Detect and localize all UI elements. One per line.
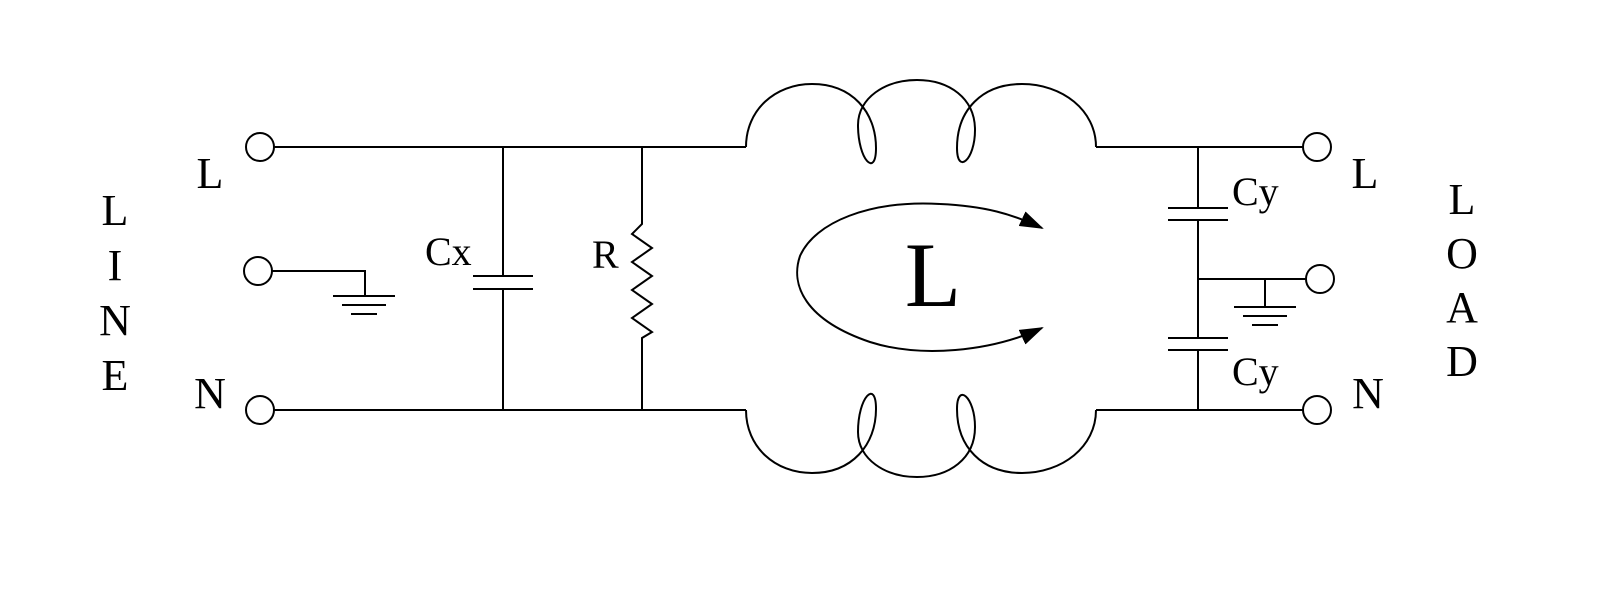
load-letter-1: L bbox=[1449, 175, 1476, 224]
load-letter-4: D bbox=[1446, 337, 1478, 386]
x-capacitor bbox=[473, 147, 533, 410]
line-letter-1: L bbox=[102, 186, 129, 235]
line-letter-3: N bbox=[99, 296, 131, 345]
flux-loop bbox=[796, 202, 1044, 352]
y-capacitor-bottom-label: Cy bbox=[1232, 349, 1279, 394]
x-capacitor-label: Cx bbox=[425, 229, 472, 274]
load-letter-3: A bbox=[1446, 283, 1478, 332]
line-terminal-ground bbox=[243, 256, 273, 286]
resistor bbox=[630, 147, 654, 410]
load-terminal-l-label: L bbox=[1352, 149, 1379, 198]
choke-top-winding bbox=[745, 78, 1097, 164]
load-terminal-ground bbox=[1305, 264, 1335, 294]
line-terminal-l-label: L bbox=[197, 149, 224, 198]
line-letter-2: I bbox=[108, 241, 123, 290]
resistor-label: R bbox=[592, 232, 619, 277]
load-terminal-n bbox=[1302, 395, 1332, 425]
line-terminal-l bbox=[245, 132, 275, 162]
load-ground-icon bbox=[1198, 278, 1306, 326]
choke-label: L bbox=[905, 224, 961, 326]
load-side-label: L O A D bbox=[1446, 175, 1478, 386]
y-capacitor-top-label: Cy bbox=[1232, 169, 1279, 214]
line-side-label: L I N E bbox=[99, 186, 131, 400]
load-terminal-l bbox=[1302, 132, 1332, 162]
line-terminal-n-label: N bbox=[194, 369, 226, 418]
line-letter-4: E bbox=[102, 351, 129, 400]
line-terminal-n bbox=[245, 395, 275, 425]
y-capacitor-top bbox=[1168, 147, 1228, 338]
load-terminal-n-label: N bbox=[1352, 369, 1384, 418]
load-letter-2: O bbox=[1446, 229, 1478, 278]
y-capacitor-bottom bbox=[1168, 337, 1228, 410]
line-ground-icon bbox=[272, 270, 395, 315]
choke-bottom-winding bbox=[745, 393, 1097, 479]
